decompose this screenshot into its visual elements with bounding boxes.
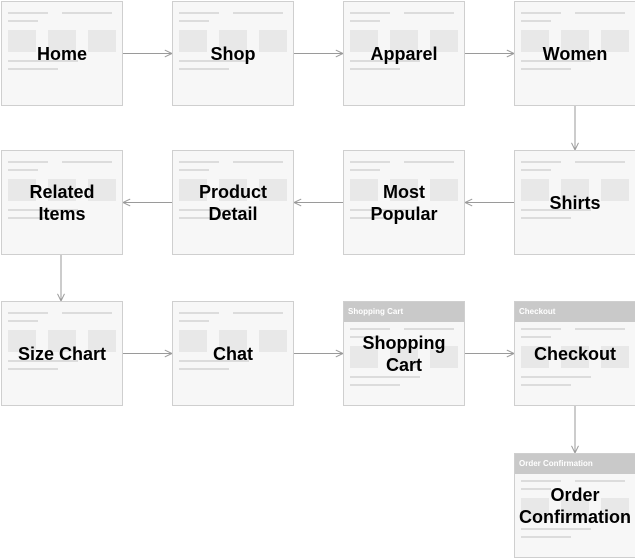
node-label-line: Shop — [210, 43, 256, 64]
node-chat: Chat — [172, 301, 294, 406]
node-label: Shop — [173, 43, 293, 65]
arrow-chat-to-shopping-cart — [294, 349, 345, 358]
node-label-line: Women — [542, 43, 608, 64]
node-label: Women — [515, 43, 635, 65]
arrow-home-to-shop — [123, 49, 174, 58]
node-header: Checkout — [515, 302, 635, 322]
node-label-line: Items — [38, 203, 86, 224]
node-apparel: Apparel — [343, 1, 465, 106]
node-label-line: Product — [198, 181, 267, 202]
node-label-line: Order — [550, 484, 600, 505]
node-label-line: Detail — [208, 203, 258, 224]
node-size-chart: Size Chart — [1, 301, 123, 406]
node-label: Apparel — [344, 43, 464, 65]
node-label-line: Most — [383, 181, 425, 202]
node-header: Shopping Cart — [344, 302, 464, 322]
node-label-line: Cart — [385, 354, 422, 375]
node-shop: Shop — [172, 1, 294, 106]
arrow-shopping-cart-to-checkout — [465, 349, 516, 358]
node-shirts: Shirts — [514, 150, 635, 255]
node-label: Home — [2, 43, 122, 65]
node-label-line: Shirts — [549, 192, 601, 213]
node-home: Home — [1, 1, 123, 106]
node-header: Order Confirmation — [515, 454, 635, 474]
node-label-line: Confirmation — [519, 506, 631, 527]
arrow-checkout-to-order-confirmation — [571, 406, 579, 455]
node-label: Shirts — [515, 192, 635, 214]
arrow-size-chart-to-chat — [123, 349, 174, 358]
arrow-shirts-to-most-popular — [463, 198, 514, 207]
node-label: Chat — [173, 343, 293, 365]
arrow-most-popular-to-product-detail — [292, 198, 343, 207]
node-label-line: Checkout — [533, 343, 616, 364]
node-label-line: Home — [36, 43, 87, 64]
arrow-apparel-to-women — [465, 49, 516, 58]
node-label-line: Apparel — [370, 43, 438, 64]
node-label: Size Chart — [2, 343, 122, 365]
node-label-line: Related — [29, 181, 95, 202]
node-label-line: Size Chart — [17, 343, 107, 364]
arrow-product-detail-to-related-items — [121, 198, 172, 207]
node-label-line: Chat — [213, 343, 253, 364]
node-label-line: Popular — [370, 203, 438, 224]
arrow-related-items-to-size-chart — [57, 255, 65, 303]
node-label-line: Shopping — [362, 332, 446, 353]
node-women: Women — [514, 1, 635, 106]
node-label: Checkout — [515, 343, 635, 365]
arrow-shop-to-apparel — [294, 49, 345, 58]
arrow-women-to-shirts — [571, 106, 579, 152]
